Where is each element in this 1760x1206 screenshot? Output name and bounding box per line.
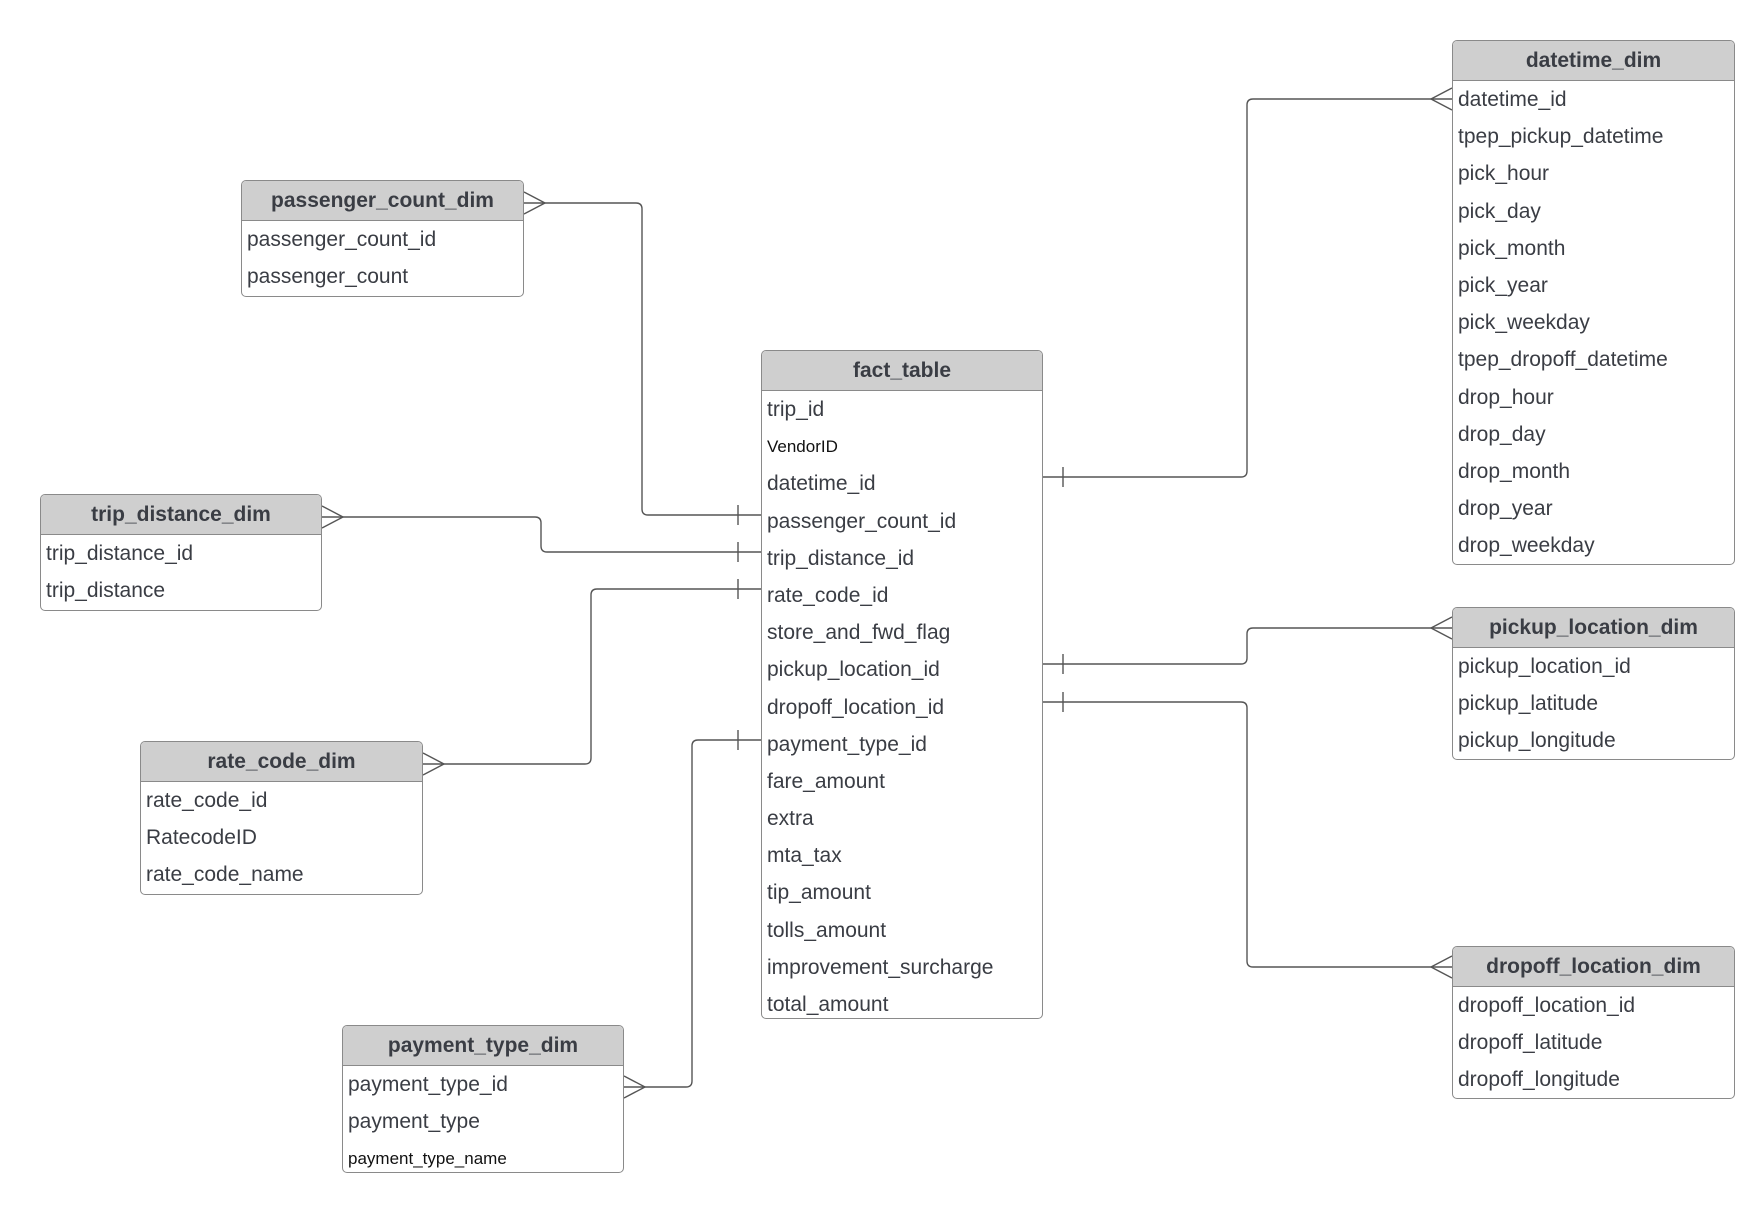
entity-passenger-count-dim[interactable]: passenger_count_dim passenger_count_id p…: [241, 180, 524, 297]
field-improvement-surcharge: improvement_surcharge: [767, 955, 994, 979]
field-store-and-fwd-flag: store_and_fwd_flag: [767, 621, 951, 645]
field-passenger-count-id: passenger_count_id: [767, 509, 957, 533]
field-extra: extra: [767, 807, 814, 831]
field-trip-distance-id: trip_distance_id: [767, 546, 915, 570]
entity-fact-table[interactable]: fact_table trip_id VendorID datetime_id …: [761, 350, 1043, 1019]
field-payment-type-id: payment_type_id: [348, 1073, 508, 1096]
connector-pickup-location: [1043, 616, 1453, 674]
field-datetime-id: datetime_id: [767, 472, 876, 496]
entity-trip-distance-dim[interactable]: trip_distance_dim trip_distance_id trip_…: [40, 494, 322, 611]
entity-rate-code-dim[interactable]: rate_code_dim rate_code_id RatecodeID ra…: [140, 741, 423, 895]
field-mta-tax: mta_tax: [767, 844, 842, 868]
field-payment-type-name: payment_type_name: [348, 1149, 507, 1169]
field-pickup-location-id: pickup_location_id: [767, 658, 940, 682]
connector-datetime: [1043, 87, 1453, 487]
connector-passenger-count: [523, 191, 761, 525]
entity-pickup-location-dim[interactable]: pickup_location_dim pickup_location_id p…: [1452, 607, 1735, 760]
field-rate-code-id: rate_code_id: [767, 583, 889, 607]
field-datetime-id: datetime_id: [1458, 88, 1567, 111]
entity-title: pickup_location_dim: [1453, 608, 1734, 648]
field-payment-type: payment_type: [348, 1110, 480, 1134]
connector-trip-distance: [321, 505, 761, 562]
field-dropoff-location-id: dropoff_location_id: [767, 695, 945, 719]
field-pick-hour: pick_hour: [1458, 162, 1550, 186]
field-passenger-count: passenger_count: [247, 265, 409, 289]
field-trip-distance: trip_distance: [46, 579, 166, 603]
field-pick-month: pick_month: [1458, 236, 1566, 260]
field-pickup-latitude: pickup_latitude: [1458, 692, 1599, 716]
entity-title: payment_type_dim: [343, 1026, 623, 1066]
field-ratecodeid: RatecodeID: [146, 826, 257, 850]
field-pick-year: pick_year: [1458, 273, 1548, 297]
field-trip-distance-id: trip_distance_id: [46, 542, 194, 565]
field-dropoff-longitude: dropoff_longitude: [1458, 1068, 1620, 1092]
field-tip-amount: tip_amount: [767, 881, 871, 905]
entity-title: fact_table: [762, 351, 1042, 391]
connector-payment-type: [623, 730, 761, 1099]
field-fare-amount: fare_amount: [767, 769, 885, 793]
field-rate-code-name: rate_code_name: [146, 863, 304, 887]
field-drop-day: drop_day: [1458, 422, 1546, 446]
field-total-amount: total_amount: [767, 993, 889, 1016]
field-payment-type-id: payment_type_id: [767, 732, 927, 756]
field-drop-hour: drop_hour: [1458, 385, 1554, 409]
field-tolls-amount: tolls_amount: [767, 918, 887, 942]
field-vendorid: VendorID: [767, 437, 838, 457]
entity-payment-type-dim[interactable]: payment_type_dim payment_type_id payment…: [342, 1025, 624, 1173]
entity-title: rate_code_dim: [141, 742, 422, 782]
entity-title: dropoff_location_dim: [1453, 947, 1734, 987]
field-pick-day: pick_day: [1458, 199, 1541, 223]
field-pickup-location-id: pickup_location_id: [1458, 655, 1631, 678]
entity-dropoff-location-dim[interactable]: dropoff_location_dim dropoff_location_id…: [1452, 946, 1735, 1099]
field-drop-month: drop_month: [1458, 459, 1571, 483]
entity-title: datetime_dim: [1453, 41, 1734, 81]
field-trip-id: trip_id: [767, 398, 825, 421]
connector-dropoff-location: [1043, 692, 1453, 979]
entity-datetime-dim[interactable]: datetime_dim datetime_id tpep_pickup_dat…: [1452, 40, 1735, 565]
field-tpep-pickup-datetime: tpep_pickup_datetime: [1458, 125, 1664, 149]
connector-rate-code: [422, 579, 761, 776]
field-tpep-dropoff-datetime: tpep_dropoff_datetime: [1458, 348, 1668, 372]
field-passenger-count-id: passenger_count_id: [247, 228, 437, 251]
field-pickup-longitude: pickup_longitude: [1458, 729, 1616, 753]
field-drop-weekday: drop_weekday: [1458, 534, 1595, 558]
field-dropoff-location-id: dropoff_location_id: [1458, 994, 1636, 1017]
entity-title: passenger_count_dim: [242, 181, 523, 221]
field-pick-weekday: pick_weekday: [1458, 311, 1590, 335]
field-drop-year: drop_year: [1458, 497, 1553, 521]
field-rate-code-id: rate_code_id: [146, 789, 268, 812]
field-dropoff-latitude: dropoff_latitude: [1458, 1031, 1603, 1055]
entity-title: trip_distance_dim: [41, 495, 321, 535]
